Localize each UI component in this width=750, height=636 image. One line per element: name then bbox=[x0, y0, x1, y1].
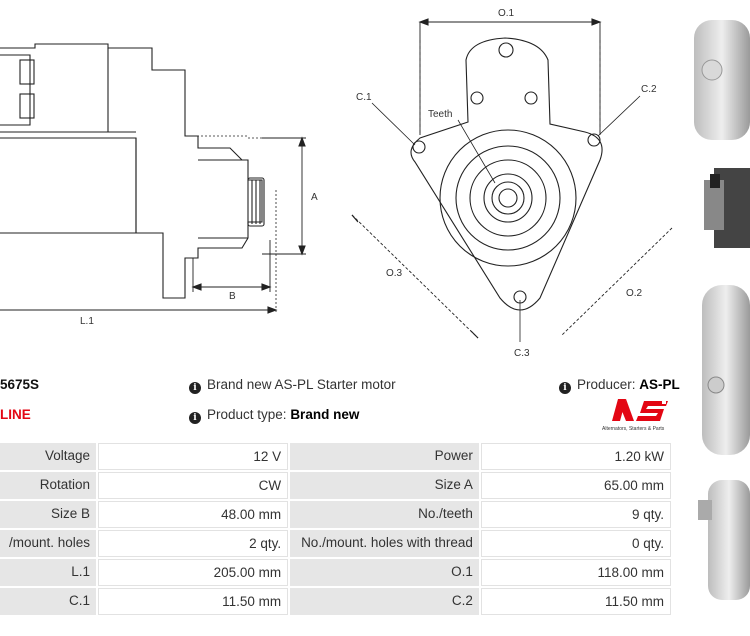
spec-value: 2 qty. bbox=[98, 530, 289, 557]
spec-label: /mount. holes bbox=[0, 530, 97, 557]
product-photo-strip bbox=[694, 20, 750, 600]
producer-value: AS-PL bbox=[639, 377, 680, 392]
spec-value: 48.00 mm bbox=[98, 501, 289, 528]
spec-label: Size B bbox=[0, 501, 97, 528]
info-icon: i bbox=[189, 412, 201, 424]
spec-label: C.1 bbox=[0, 588, 97, 615]
spec-label: L.1 bbox=[0, 559, 97, 586]
product-line-label: LINE bbox=[0, 407, 31, 422]
spec-value: 0 qty. bbox=[480, 530, 671, 557]
starter-front-view bbox=[410, 37, 603, 311]
condition-text: Brand new AS-PL Starter motor bbox=[207, 377, 396, 392]
photo-thumbnail-3[interactable] bbox=[702, 285, 750, 455]
photo-thumbnail-4[interactable] bbox=[698, 480, 750, 600]
photo-thumbnail-2[interactable] bbox=[704, 168, 750, 248]
product-type-value: Brand new bbox=[290, 407, 360, 422]
spec-label: Voltage bbox=[0, 443, 97, 470]
spec-value: 11.50 mm bbox=[480, 588, 671, 615]
producer-info: i Producer: AS-PL bbox=[559, 377, 680, 394]
dim-a-label: A bbox=[311, 192, 318, 203]
dim-c2-label: C.2 bbox=[641, 84, 657, 95]
dim-o3-label: O.3 bbox=[386, 268, 403, 279]
dim-o1-label: O.1 bbox=[498, 8, 515, 19]
dim-l1-label: L.1 bbox=[80, 316, 94, 327]
spec-value: 11.50 mm bbox=[98, 588, 289, 615]
producer-label: Producer: bbox=[577, 377, 636, 392]
starter-side-view bbox=[0, 43, 263, 299]
dim-o2-label: O.2 bbox=[626, 288, 643, 299]
spec-label: Power bbox=[290, 443, 479, 470]
spec-label: No./mount. holes with thread bbox=[290, 530, 479, 557]
condition-info: i Brand new AS-PL Starter motor bbox=[189, 377, 396, 394]
product-type-info: i Product type: Brand new bbox=[189, 407, 359, 424]
product-type-label: Product type: bbox=[207, 407, 287, 422]
spec-label: C.2 bbox=[290, 588, 479, 615]
spec-label: No./teeth bbox=[290, 501, 479, 528]
spec-value: 205.00 mm bbox=[98, 559, 289, 586]
part-number: 5675S bbox=[0, 377, 40, 392]
logo-tagline: Alternators, Starters & Parts bbox=[602, 426, 665, 432]
as-pl-logo: Alternators, Starters & Parts bbox=[602, 399, 668, 432]
spec-value: 9 qty. bbox=[480, 501, 671, 528]
dim-b-label: B bbox=[229, 291, 236, 302]
spec-label: Size A bbox=[290, 472, 479, 499]
info-icon: i bbox=[189, 382, 201, 394]
spec-label: O.1 bbox=[290, 559, 479, 586]
teeth-label: Teeth bbox=[428, 109, 452, 120]
spec-value: 118.00 mm bbox=[480, 559, 671, 586]
technical-drawing: O.1 C.1 C.2 C.3 O.3 O.2 Teeth A B L.1 bbox=[0, 8, 673, 359]
spec-value: 12 V bbox=[98, 443, 289, 470]
spec-value: 65.00 mm bbox=[480, 472, 671, 499]
spec-label: Rotation bbox=[0, 472, 97, 499]
spec-value: CW bbox=[98, 472, 289, 499]
info-icon: i bbox=[559, 382, 571, 394]
dim-c1-label: C.1 bbox=[356, 92, 372, 103]
spec-value: 1.20 kW bbox=[480, 443, 671, 470]
photo-thumbnail-1[interactable] bbox=[694, 20, 750, 140]
dim-c3-label: C.3 bbox=[514, 348, 530, 359]
